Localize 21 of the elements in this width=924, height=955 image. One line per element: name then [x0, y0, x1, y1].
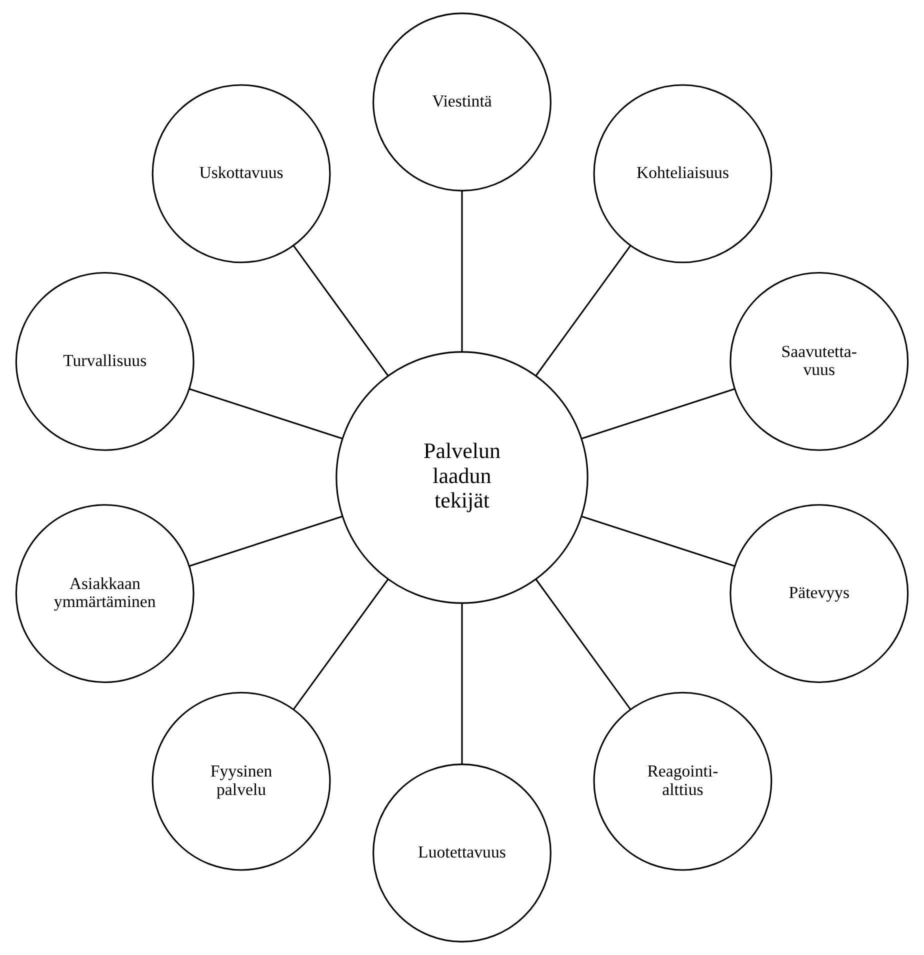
connector	[582, 388, 735, 440]
node-circle: Viestintä	[372, 12, 552, 192]
node-circle: Luotettavuus	[372, 764, 552, 942]
connector	[292, 245, 389, 376]
node-circle: Saavutetta- vuus	[730, 272, 909, 451]
node-circle: Uskottavuus	[152, 84, 331, 264]
node-circle: Fyysinen palvelu	[152, 692, 331, 871]
node-circle: Palvelun laadun tekijät	[336, 351, 588, 604]
connector	[292, 579, 389, 710]
node-circle: Kohteliaisuus	[593, 84, 772, 264]
node-circle: Asiakkaan ymmärtäminen	[15, 504, 194, 683]
node-circle: Reagointi- alttius	[593, 692, 772, 871]
connector	[461, 191, 463, 352]
connector	[189, 516, 342, 567]
connector	[582, 516, 735, 567]
connector	[461, 604, 463, 764]
connector	[189, 388, 342, 440]
connector	[535, 245, 632, 376]
node-circle: Turvallisuus	[15, 272, 194, 451]
connector	[535, 579, 632, 710]
node-circle: Pätevyys	[730, 504, 909, 683]
